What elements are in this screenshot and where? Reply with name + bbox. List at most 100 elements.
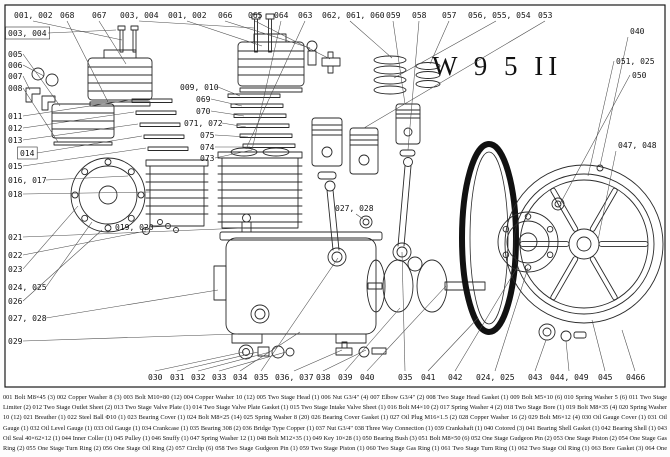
part-label: 012 xyxy=(8,124,23,133)
part-label: 059 xyxy=(386,11,401,20)
part-label: 035 xyxy=(398,373,413,382)
part-label: 033 xyxy=(212,373,227,382)
leader-line xyxy=(591,319,606,372)
leader-line xyxy=(344,307,401,372)
leader-line xyxy=(454,265,519,372)
part-label: 040 xyxy=(360,373,375,382)
exploded-drawing xyxy=(25,13,664,360)
diagram-border xyxy=(4,4,666,388)
piston-rings xyxy=(373,55,441,95)
part-label: 003, 004 xyxy=(8,29,47,38)
part-label: 018 xyxy=(8,190,23,199)
part-label: 050 xyxy=(632,71,647,80)
leader-line xyxy=(154,351,245,372)
leader-line xyxy=(22,147,147,167)
one-stage-bore xyxy=(217,147,303,229)
part-label: 013 xyxy=(8,136,23,145)
cover-bolts xyxy=(157,219,179,233)
part-label: 021 xyxy=(8,233,23,242)
leader-line xyxy=(597,150,617,241)
part-label: 040 xyxy=(630,27,645,36)
leader-line xyxy=(355,213,364,220)
leader-line xyxy=(197,351,271,372)
leader-line xyxy=(559,74,631,205)
leader-line xyxy=(45,175,129,181)
leader-line xyxy=(427,317,479,372)
diagram-title: W 9 5 II xyxy=(432,51,562,81)
part-label: 062, 061, 060 xyxy=(322,11,385,20)
two-stage-bore xyxy=(145,159,209,227)
leader-line xyxy=(218,351,287,372)
leader-line xyxy=(494,267,529,372)
leader-line xyxy=(260,257,339,372)
part-label: 070 xyxy=(196,107,211,116)
part-label: 009, 010 xyxy=(180,83,219,92)
leader-line xyxy=(599,36,629,167)
leader-line xyxy=(621,329,636,372)
part-label: 044, 049 xyxy=(550,373,589,382)
leader-line xyxy=(393,20,497,79)
part-label: 053 xyxy=(538,11,553,20)
leader-line xyxy=(98,20,127,65)
part-label: 022 xyxy=(8,251,23,260)
part-label: 024, 025 xyxy=(8,283,47,292)
leader-line xyxy=(254,20,331,60)
label-box xyxy=(17,146,38,160)
two-stage-valve-stack xyxy=(131,98,189,151)
leader-line xyxy=(322,349,367,372)
part-label: 024, 025 xyxy=(476,373,515,382)
part-label: 065 xyxy=(248,11,263,20)
leader-line xyxy=(22,230,147,256)
part-label: 029 xyxy=(8,337,23,346)
part-label: 019, 020 xyxy=(115,223,154,232)
crankcase xyxy=(213,213,386,344)
leader-line xyxy=(22,99,131,117)
leader-line xyxy=(214,149,253,159)
part-label: 075 xyxy=(200,131,215,140)
safe-valve xyxy=(306,40,318,66)
leader-line xyxy=(366,285,447,372)
seal-and-collar xyxy=(538,323,587,342)
leader-line xyxy=(221,122,247,128)
part-label: 034 xyxy=(233,373,248,382)
leader-line xyxy=(22,123,139,141)
leader-line xyxy=(210,110,245,117)
pistons xyxy=(311,103,421,180)
part-label: 045 xyxy=(598,373,613,382)
shell-gasket-ring xyxy=(459,141,519,335)
part-label: 027, 028 xyxy=(8,314,47,323)
part-label: 064 xyxy=(274,11,289,20)
leader-line xyxy=(22,111,135,129)
leader-line xyxy=(32,20,123,41)
leader-line xyxy=(224,20,311,49)
part-label: 073 xyxy=(200,154,215,163)
part-label: 026 xyxy=(8,297,23,306)
leader-line xyxy=(214,134,249,138)
leader-line xyxy=(22,333,239,342)
leader-line xyxy=(66,20,109,103)
leader-line xyxy=(186,20,263,47)
parts-list: 001 Bolt M8×45 (3) 002 Copper Washer 8 (… xyxy=(3,394,667,453)
leader-line xyxy=(363,20,546,129)
part-label: 003, 004 xyxy=(120,11,159,20)
part-label: 005 xyxy=(8,50,23,59)
leader-line xyxy=(138,20,255,29)
part-label: 067 xyxy=(92,11,107,20)
leader-line xyxy=(22,227,245,238)
leader-line xyxy=(429,20,450,65)
leader-line xyxy=(152,225,173,228)
leader-line xyxy=(349,20,393,59)
part-label: 074 xyxy=(200,143,215,152)
leader-line xyxy=(47,29,117,34)
part-label: 016, 017 xyxy=(8,176,47,185)
part-label: 023 xyxy=(8,265,23,274)
part-label: 057 xyxy=(442,11,457,20)
part-label: 014 xyxy=(20,149,35,158)
leader-line xyxy=(22,205,79,270)
part-label: 011 xyxy=(8,112,23,121)
leader-line xyxy=(407,20,420,151)
leader-line xyxy=(587,60,615,177)
part-label: 031 xyxy=(170,373,185,382)
